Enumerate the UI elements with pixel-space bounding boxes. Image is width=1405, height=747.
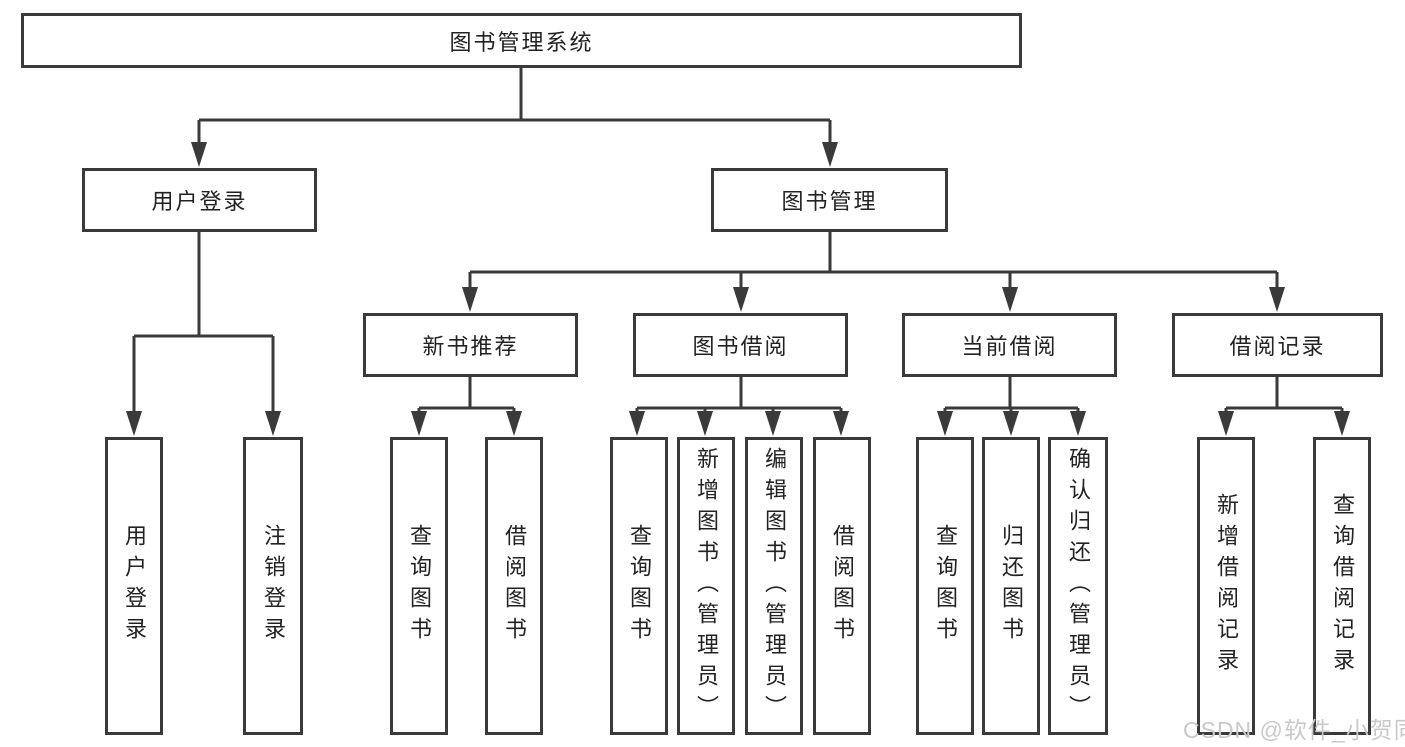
node-user-login-group: 用户登录 xyxy=(82,168,317,232)
leaf-borrow-books-recommend: 借阅图书 xyxy=(485,437,543,735)
leaf-add-borrow-record-label: 新增借阅记录 xyxy=(1214,493,1239,679)
leaf-edit-books-admin-label: 编辑图书（管理员） xyxy=(762,446,787,726)
edge-borrow-records-to-leaves xyxy=(1218,377,1350,436)
leaf-query-books-recommend-label: 查询图书 xyxy=(407,524,432,648)
leaf-user-login-label: 用户登录 xyxy=(122,524,147,648)
node-book-borrow: 图书借阅 xyxy=(633,313,848,377)
node-new-book-recommend: 新书推荐 xyxy=(363,313,578,377)
leaf-borrow-books-borrow-label: 借阅图书 xyxy=(830,524,855,648)
edge-book-management-to-level3 xyxy=(462,232,1285,312)
leaf-query-books-current-label: 查询图书 xyxy=(933,524,958,648)
leaf-add-books-admin-label: 新增图书（管理员） xyxy=(694,446,719,726)
leaf-logout: 注销登录 xyxy=(243,437,303,735)
leaf-confirm-return-admin-label: 确认归还（管理员） xyxy=(1066,446,1091,726)
node-book-borrow-label: 图书借阅 xyxy=(692,334,789,359)
leaf-add-borrow-record: 新增借阅记录 xyxy=(1197,437,1255,735)
edge-current-borrow-to-leaves xyxy=(937,377,1086,436)
node-library-system: 图书管理系统 xyxy=(21,13,1022,68)
leaf-edit-books-admin: 编辑图书（管理员） xyxy=(745,437,803,735)
leaf-query-books-current: 查询图书 xyxy=(916,437,974,735)
leaf-borrow-books-recommend-label: 借阅图书 xyxy=(502,524,527,648)
leaf-add-books-admin: 新增图书（管理员） xyxy=(677,437,735,735)
leaf-return-books: 归还图书 xyxy=(982,437,1040,735)
leaf-logout-label: 注销登录 xyxy=(261,524,286,648)
leaf-query-borrow-record: 查询借阅记录 xyxy=(1313,437,1371,735)
leaf-query-books-borrow-label: 查询图书 xyxy=(627,524,652,648)
leaf-query-books-recommend: 查询图书 xyxy=(390,437,448,735)
leaf-borrow-books-borrow: 借阅图书 xyxy=(813,437,871,735)
node-current-borrow: 当前借阅 xyxy=(902,313,1117,377)
node-current-borrow-label: 当前借阅 xyxy=(961,334,1058,359)
csdn-watermark: CSDN @软件_小贺同学 xyxy=(1183,717,1405,743)
leaf-query-books-borrow: 查询图书 xyxy=(610,437,668,735)
node-new-book-recommend-label: 新书推荐 xyxy=(422,334,519,359)
leaf-user-login: 用户登录 xyxy=(105,437,163,735)
leaf-query-borrow-record-label: 查询借阅记录 xyxy=(1330,493,1355,679)
node-borrow-records-label: 借阅记录 xyxy=(1229,334,1326,359)
edge-book-borrow-to-leaves xyxy=(629,377,849,436)
edge-root-to-level2 xyxy=(191,68,838,167)
node-user-login-group-label: 用户登录 xyxy=(151,189,248,214)
node-book-management: 图书管理 xyxy=(711,168,948,232)
leaf-confirm-return-admin: 确认归还（管理员） xyxy=(1048,437,1108,735)
node-book-management-label: 图书管理 xyxy=(781,189,878,214)
node-borrow-records: 借阅记录 xyxy=(1172,313,1383,377)
leaf-return-books-label: 归还图书 xyxy=(999,524,1024,648)
edge-new-book-recommend-to-leaves xyxy=(411,377,522,436)
edge-user-login-to-leaves xyxy=(126,232,281,436)
node-library-system-label: 图书管理系统 xyxy=(449,29,594,55)
